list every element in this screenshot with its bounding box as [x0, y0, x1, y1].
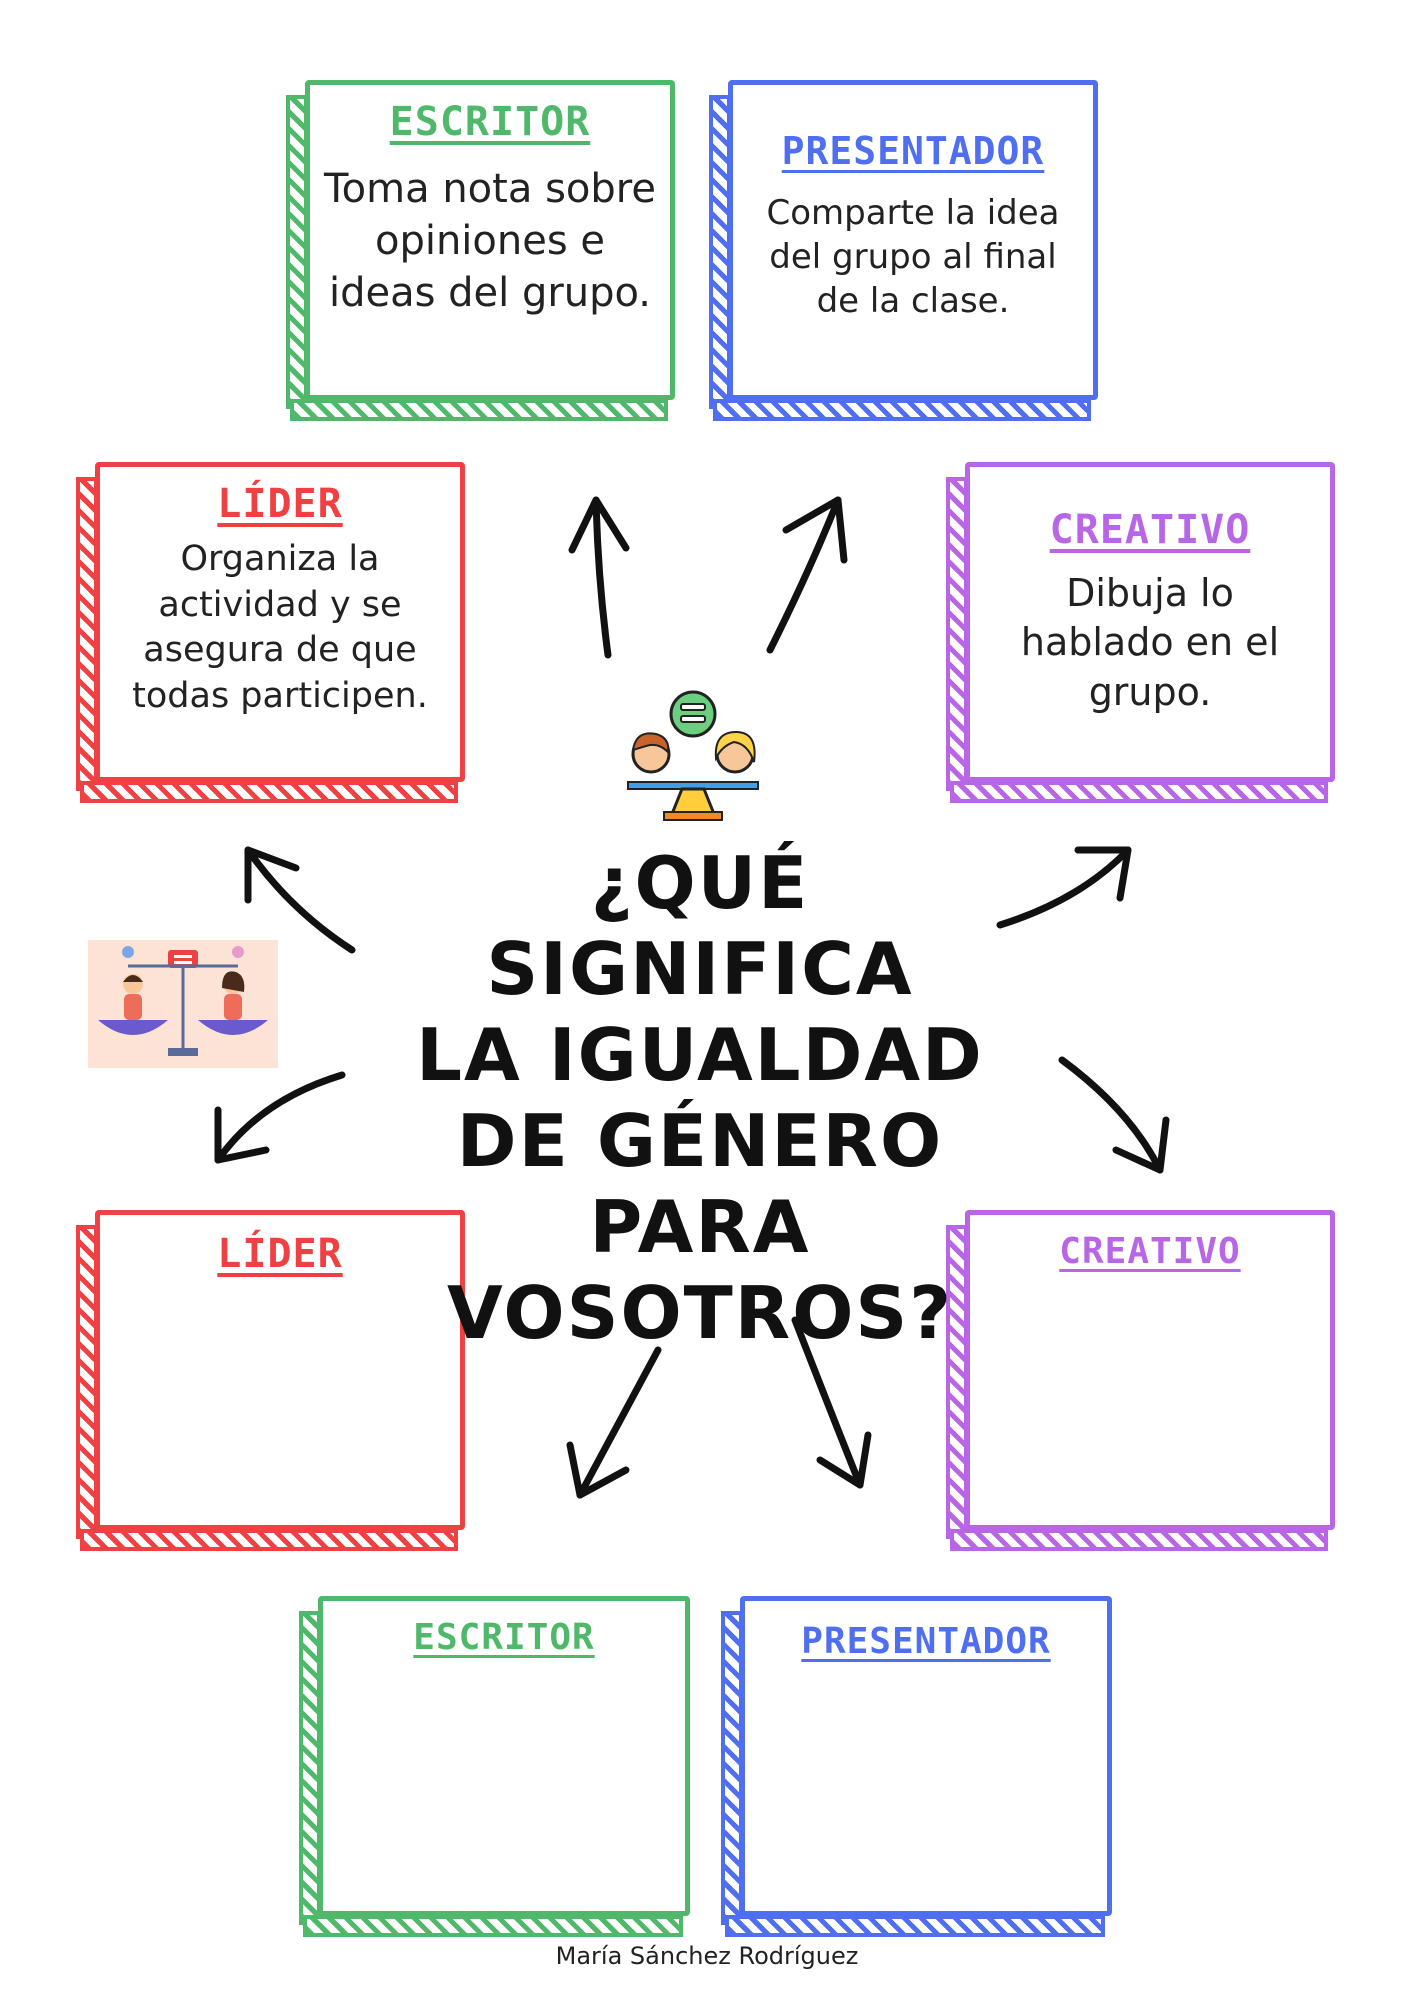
arrow-left-down-head [214, 1106, 270, 1164]
arrow-right-up [996, 846, 1132, 929]
arrow-left-up-head [244, 846, 300, 904]
gender-equality-illustration [88, 940, 278, 1068]
arrow-right-up-head [1074, 846, 1132, 902]
role-title-lider: LÍDER [217, 481, 343, 527]
role-text-creativo: Dibuja lo hablado en el grupo. [1020, 571, 1280, 714]
role-title-creativo: CREATIVO [1049, 507, 1251, 553]
arrow-left-down [214, 1071, 346, 1164]
answer-title-lider: LÍDER [217, 1231, 343, 1277]
role-card-creativo: CREATIVO Dibuja lo hablado en el grupo. [946, 462, 1335, 803]
author-credit: María Sánchez Rodríguez [555, 1942, 859, 1970]
role-text-lider: Organiza la actividad y se asegura de qu… [132, 539, 428, 716]
answer-title-presentador: PRESENTADOR [801, 1621, 1051, 1662]
answer-box-lider[interactable]: LÍDER [76, 1210, 465, 1551]
central-question: ¿QUÉ SIGNIFICA LA IGUALDAD DE GÉNERO PAR… [380, 840, 1020, 1356]
arrow-down-right-head [816, 1431, 872, 1489]
arrow-up-right-head [782, 496, 848, 564]
role-card-lider: LÍDER Organiza la actividad y se asegura… [76, 462, 465, 803]
answer-title-creativo: CREATIVO [1059, 1231, 1241, 1272]
role-title-escritor: ESCRITOR [389, 99, 591, 145]
arrow-up-left-head [568, 496, 630, 554]
role-card-escritor: ESCRITOR Toma nota sobre opiniones e ide… [286, 80, 675, 421]
role-title-presentador: PRESENTADOR [781, 129, 1045, 173]
question-line-1: ¿QUÉ SIGNIFICA [486, 841, 914, 1011]
answer-box-creativo[interactable]: CREATIVO [946, 1210, 1335, 1551]
question-line-5: VOSOTROS? [446, 1271, 954, 1355]
answer-title-escritor: ESCRITOR [413, 1617, 595, 1658]
question-line-4: PARA [589, 1185, 811, 1269]
role-text-escritor: Toma nota sobre opiniones e ideas del gr… [324, 166, 656, 316]
question-line-2: LA IGUALDAD [416, 1013, 984, 1097]
arrow-down-right [791, 1316, 864, 1489]
answer-box-escritor[interactable]: ESCRITOR [299, 1596, 690, 1937]
role-card-presentador: PRESENTADOR Comparte la idea del grupo a… [709, 80, 1098, 421]
arrow-left-up [244, 846, 356, 954]
question-line-3: DE GÉNERO [456, 1099, 944, 1183]
arrow-up-right [766, 496, 842, 654]
gender-equality-scale-icon [627, 690, 759, 821]
arrow-right-down [1058, 1056, 1164, 1174]
role-text-presentador: Comparte la idea del grupo al final de l… [766, 193, 1060, 322]
arrow-down-left-head [566, 1441, 630, 1499]
answer-box-presentador[interactable]: PRESENTADOR [721, 1596, 1112, 1937]
arrow-down-left [576, 1346, 662, 1499]
arrow-up-left [592, 496, 612, 659]
arrow-right-down-head [1112, 1116, 1170, 1174]
